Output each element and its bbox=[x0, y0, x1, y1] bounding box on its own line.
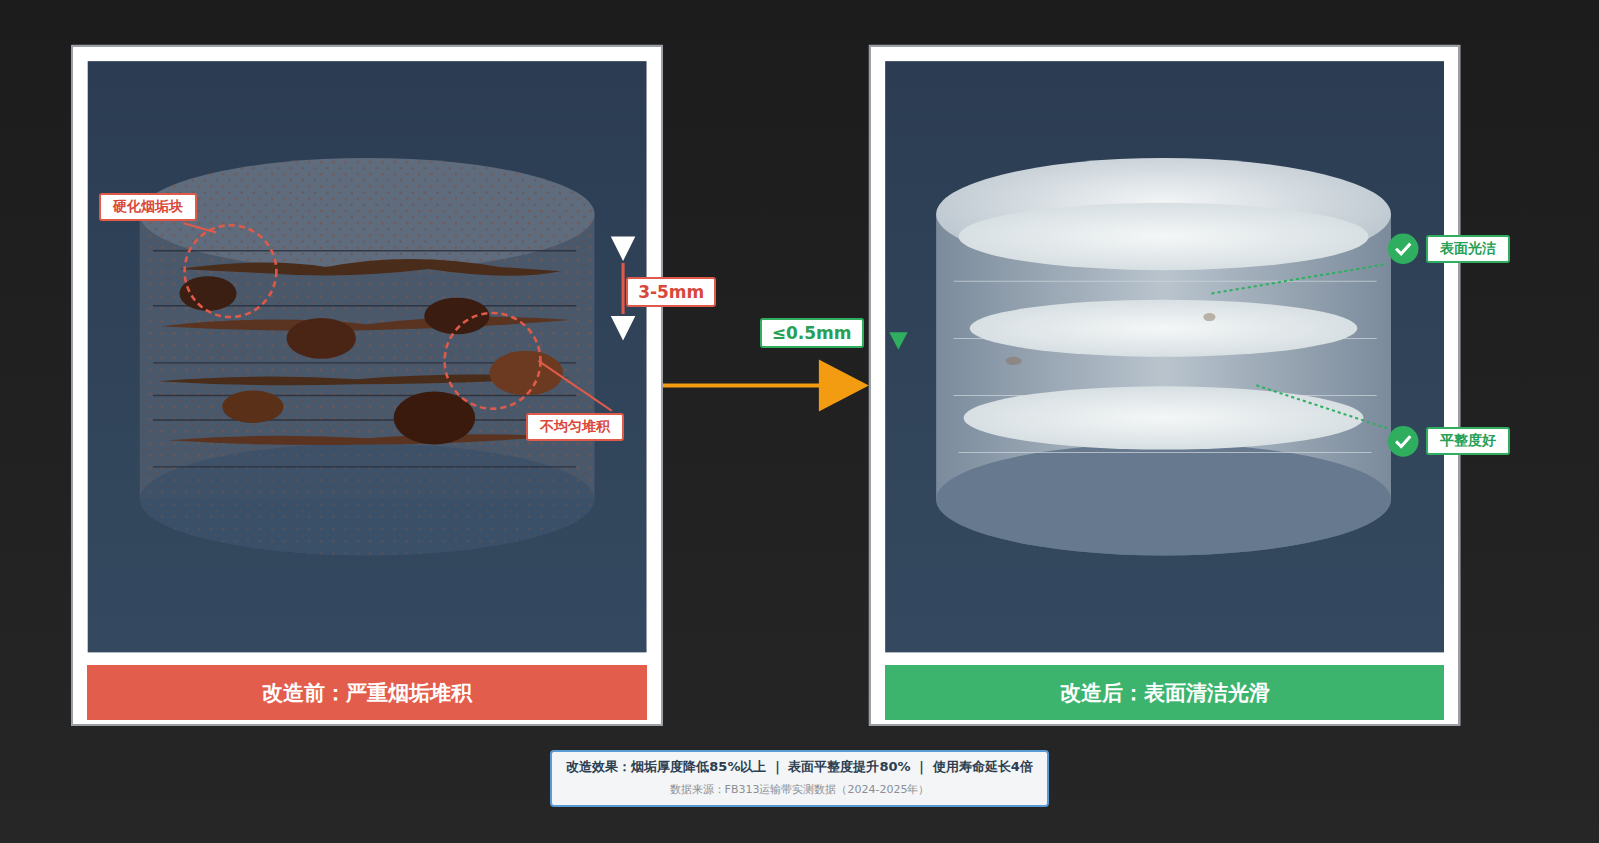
source-note: 数据来源：FB313运输带实测数据（2024-2025年） bbox=[566, 782, 1032, 797]
highlight-circle bbox=[185, 225, 277, 317]
leader-line bbox=[1256, 385, 1387, 428]
clean-belt-roll bbox=[936, 158, 1418, 556]
node-text: ≤0.5mm bbox=[772, 323, 852, 343]
dimension-label: ≤0.5mm bbox=[760, 318, 864, 348]
node-text: 表面光洁 bbox=[1440, 240, 1496, 258]
leader-line bbox=[1211, 264, 1386, 294]
after-panel-frame bbox=[869, 45, 1460, 726]
before-panel-frame bbox=[71, 45, 662, 726]
thickness-marker bbox=[889, 332, 907, 349]
flow-arrow bbox=[663, 359, 869, 411]
summary-box: 改造效果：烟垢厚度降低85%以上 ｜ 表面平整度提升80% ｜ 使用寿命延长4倍… bbox=[550, 750, 1048, 807]
layer-lines bbox=[153, 251, 576, 467]
panel-caption: 改造前：严重烟垢堆积 bbox=[262, 679, 472, 707]
soot-streaks bbox=[158, 259, 571, 445]
check-icon bbox=[1388, 426, 1419, 457]
callout-label: 硬化烟垢块 bbox=[99, 193, 197, 221]
dimension-label: 3-5mm bbox=[626, 277, 716, 307]
callout-label: 表面光洁 bbox=[1426, 235, 1510, 263]
node-text: 硬化烟垢块 bbox=[113, 198, 183, 216]
callout-label: 平整度好 bbox=[1426, 427, 1510, 455]
callout-label: 不均匀堆积 bbox=[526, 413, 624, 441]
leader-line bbox=[538, 361, 611, 411]
node-text: 不均匀堆积 bbox=[540, 418, 610, 436]
highlight-circle bbox=[445, 313, 541, 409]
node-text: 改造效果：烟垢厚度降低85%以上 ｜ 表面平整度提升80% ｜ 使用寿命延长4倍 bbox=[566, 758, 1032, 776]
after-panel: 改造后：表面清洁光滑 bbox=[869, 45, 1460, 726]
soot-lumps bbox=[179, 276, 562, 444]
status-bar: 改造后：表面清洁光滑 bbox=[885, 665, 1444, 720]
node-text: 平整度好 bbox=[1440, 432, 1496, 450]
panel-caption: 改造后：表面清洁光滑 bbox=[1060, 679, 1270, 707]
before-panel: 改造前：严重烟垢堆积硬化烟垢块3-5mm不均匀堆积 bbox=[71, 45, 662, 726]
status-bar: 改造前：严重烟垢堆积 bbox=[87, 665, 646, 720]
node-text: 3-5mm bbox=[638, 282, 704, 302]
leader-line bbox=[184, 223, 217, 232]
check-icon bbox=[1388, 233, 1419, 264]
arrow-head bbox=[819, 359, 869, 411]
dirty-belt-roll bbox=[140, 158, 612, 556]
arrow-shaft bbox=[663, 383, 823, 387]
